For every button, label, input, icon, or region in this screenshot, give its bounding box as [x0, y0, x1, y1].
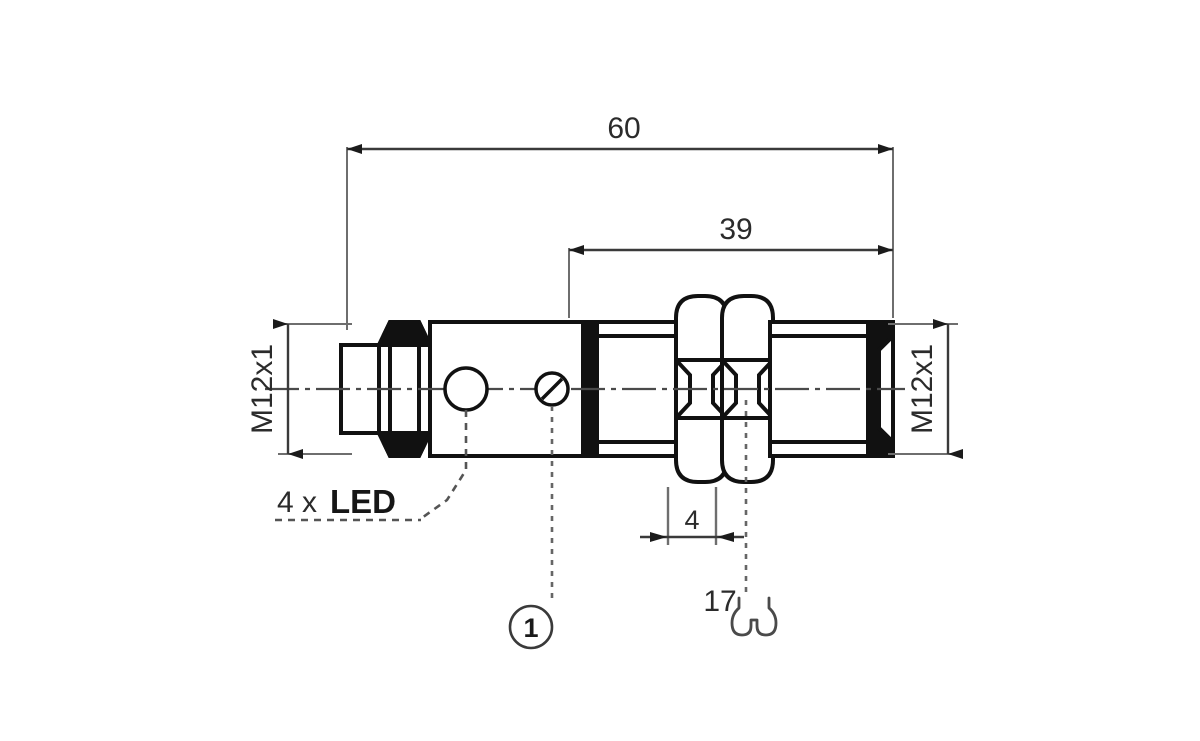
dimension-value-left-m12: M12x1: [246, 344, 279, 434]
dimension-thread-right: M12x1: [888, 319, 963, 459]
callout-led: 4 x LED: [275, 410, 468, 522]
dimension-value-60: 60: [607, 112, 640, 145]
open-end-wrench-icon: [730, 596, 778, 637]
dimension-nut-width: 4: [640, 487, 744, 545]
arrow-right-4: [717, 532, 734, 542]
dimension-value-right-m12: M12x1: [906, 344, 939, 434]
dimension-value-39: 39: [719, 213, 752, 246]
wrench-size-value: 17: [703, 585, 736, 618]
balloon-circle: [508, 604, 554, 650]
dimension-thread-left: M12x1: [246, 319, 352, 459]
dimension-overall-length: 60: [346, 112, 894, 330]
callout-wrench-size: 17: [703, 400, 778, 637]
connector-end-chamfer: [866, 320, 895, 458]
balloon-number: 1: [523, 613, 538, 643]
led-indicator-hole: [443, 366, 489, 412]
callout-balloon-1: 1: [508, 406, 554, 650]
arrow-left-4: [650, 532, 667, 542]
callout-led-prefix: 4 x: [277, 486, 317, 519]
leader-line-led: [418, 410, 468, 522]
slotted-set-screw: [534, 371, 570, 407]
dimension-value-4: 4: [684, 505, 699, 535]
rear-flange: [375, 320, 434, 458]
dimension-thread-length: 39: [568, 213, 894, 318]
callout-led-label: LED: [330, 483, 396, 520]
